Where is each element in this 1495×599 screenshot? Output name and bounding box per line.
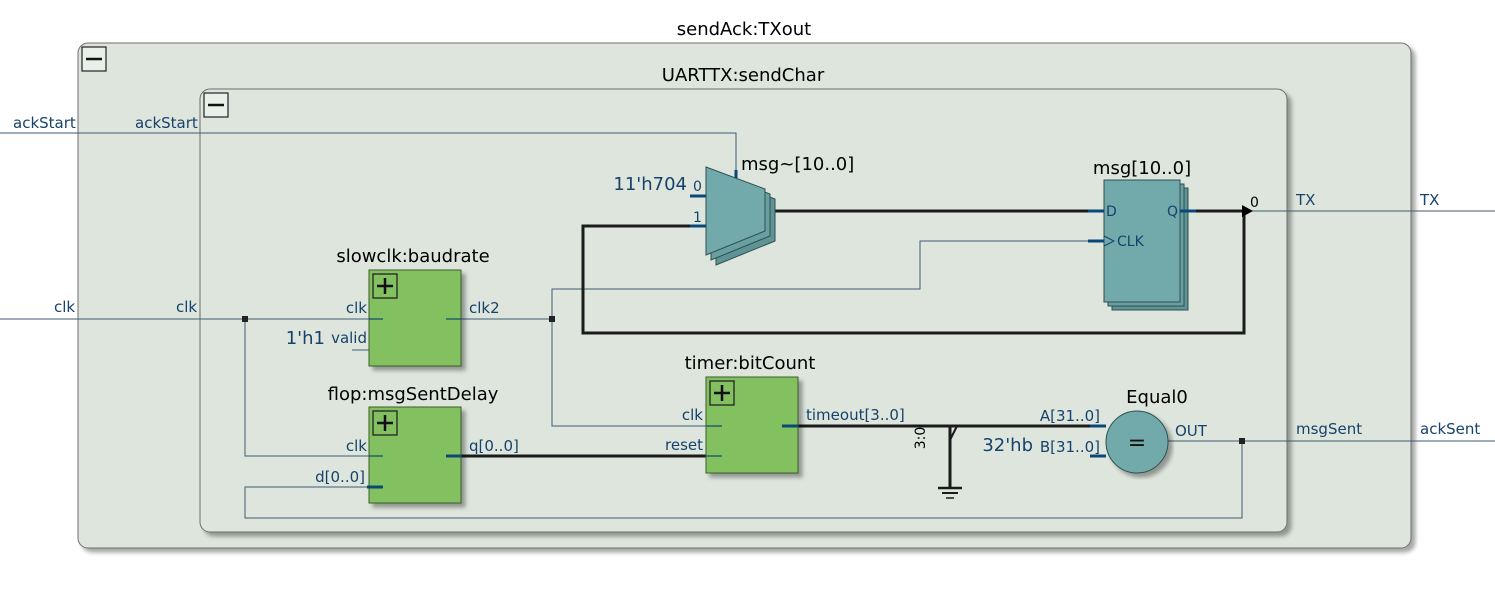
slice-label: 3:0 — [913, 427, 929, 450]
inner-port-ackStart: ackStart — [135, 114, 198, 132]
port-ackSent[interactable]: ackSent — [1420, 420, 1480, 438]
bitCount-clk-label: clk — [682, 406, 703, 424]
comparator-equal[interactable]: = — [1105, 410, 1169, 474]
wire-ackStart[interactable] — [0, 132, 737, 170]
port-TX[interactable]: TX — [1419, 191, 1439, 209]
bitCount-expand-button[interactable] — [709, 380, 735, 406]
tx-bit-label: 0 — [1250, 195, 1259, 211]
junction-dot — [1239, 438, 1245, 444]
equal-title: Equal0 — [1126, 387, 1188, 408]
register-q-label: Q — [1167, 204, 1178, 220]
wire-msgSent-feedback[interactable] — [244, 441, 1243, 519]
wire-clk2-to-timer[interactable] — [551, 319, 722, 427]
msgSentDelay-expand-button[interactable] — [372, 410, 398, 436]
inner-module[interactable] — [199, 88, 1288, 533]
equal-a-label: A[31..0] — [1040, 407, 1100, 425]
baudrate-title: slowclk:baudrate — [336, 246, 489, 267]
msgSentDelay-d-label: d[0..0] — [315, 468, 365, 486]
clock-edge-icon — [1103, 235, 1116, 247]
baudrate-const: 1'h1 — [286, 328, 325, 349]
slice-tick — [949, 425, 958, 441]
tx-tap-arrow-icon — [1242, 205, 1253, 217]
buses — [446, 209, 1246, 488]
bitCount-title: timer:bitCount — [685, 353, 816, 374]
plus-icon — [377, 415, 393, 431]
outer-collapse-button[interactable] — [81, 46, 107, 72]
msgSentDelay-title: flop:msgSentDelay — [328, 384, 499, 405]
msgSentDelay-clk-label: clk — [346, 437, 367, 455]
register-title: msg[10..0] — [1093, 158, 1191, 179]
bitCount-reset-label: reset — [665, 436, 703, 454]
baudrate-clk-label: clk — [346, 299, 367, 317]
inner-port-TX: TX — [1295, 191, 1315, 209]
baudrate-valid-label: valid — [331, 329, 367, 347]
wires — [0, 132, 1495, 519]
junction-dot — [242, 316, 248, 322]
mux-in1-label: 1 — [693, 210, 702, 226]
mux-msg[interactable] — [705, 166, 776, 266]
plus-icon — [714, 385, 730, 401]
ground-icon — [938, 486, 962, 499]
inner-module-title: UARTTX:sendChar — [662, 65, 825, 86]
bitCount-out-label: timeout[3..0] — [806, 406, 905, 424]
bus-register-feedback[interactable] — [581, 209, 1246, 335]
baudrate-out-label: clk2 — [469, 299, 500, 317]
plus-icon — [377, 278, 393, 294]
mux-in0-label: 0 — [693, 179, 702, 195]
equal-out-label: OUT — [1175, 422, 1208, 440]
register-d-label: D — [1106, 204, 1117, 220]
baudrate-expand-button[interactable] — [372, 273, 398, 299]
mux-title: msg~[10..0] — [741, 154, 854, 175]
inner-port-msgSent: msgSent — [1296, 420, 1362, 438]
outer-module-title: sendAck:TXout — [677, 19, 811, 40]
wire-clk2-to-register[interactable] — [551, 240, 1103, 319]
junction-dot — [549, 316, 555, 322]
port-ackStart[interactable]: ackStart — [13, 114, 76, 132]
inner-collapse-button[interactable] — [203, 92, 229, 118]
mux-const: 11'h704 — [613, 174, 687, 195]
equal-b-label: B[31..0] — [1040, 438, 1100, 456]
register-clk-label: CLK — [1117, 234, 1145, 250]
equal-const: 32'hb — [982, 435, 1033, 456]
inner-port-clk: clk — [176, 298, 197, 316]
register-msg[interactable] — [1103, 179, 1189, 311]
port-clk[interactable]: clk — [54, 298, 75, 316]
equal-symbol: = — [1128, 431, 1146, 456]
msgSentDelay-q-label: q[0..0] — [469, 437, 519, 455]
wire-clk-to-flop[interactable] — [244, 319, 383, 457]
